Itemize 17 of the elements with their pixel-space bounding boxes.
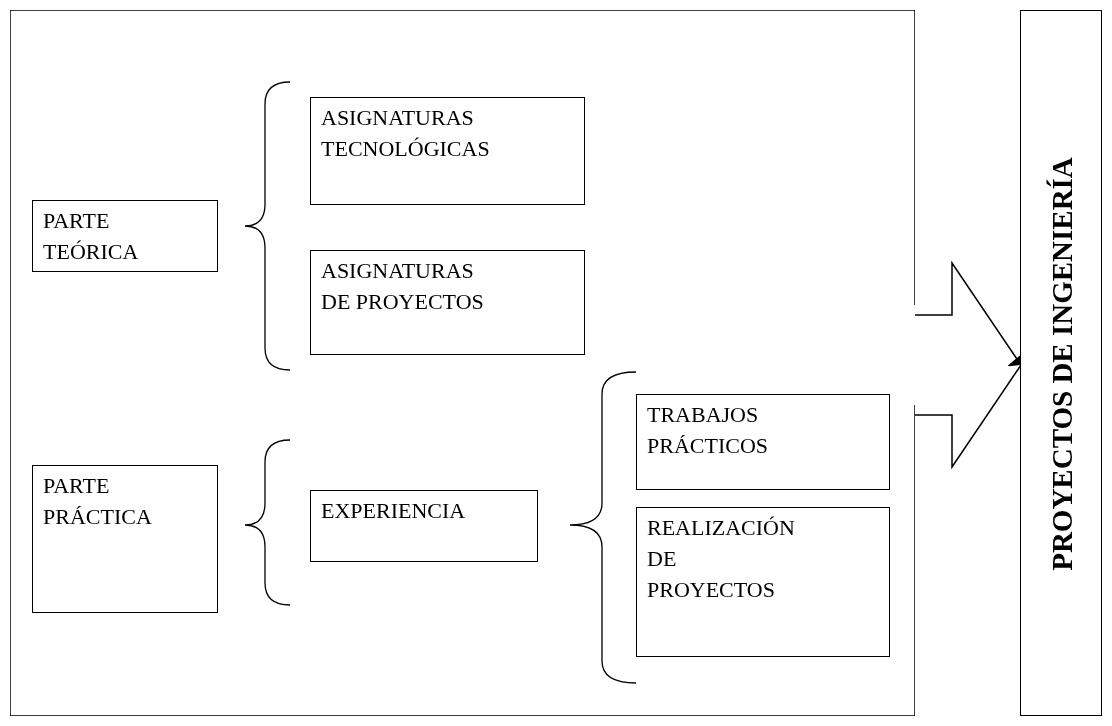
box-label: PARTE PRÁCTICA [43,472,153,531]
text-box [310,97,585,205]
text-box [310,250,585,355]
container-box [10,10,915,716]
box-label: PARTE TEÓRICA [43,207,140,266]
box-label: TRABAJOS PRÁCTICOS [647,401,770,460]
text-box [636,394,890,490]
box-label: ASIGNATURAS TECNOLÓGICAS [321,104,491,163]
box-label: ASIGNATURAS DE PROYECTOS [321,257,485,316]
text-box [636,507,890,657]
text-box [310,490,538,562]
text-box [32,465,218,613]
title-box [1020,10,1102,716]
text-box [32,200,218,272]
box-label: REALIZACIÓN DE PROYECTOS [647,514,796,604]
vertical-title: PROYECTOS DE INGENIERÍA [1046,157,1077,571]
box-label: EXPERIENCIA [321,497,467,525]
